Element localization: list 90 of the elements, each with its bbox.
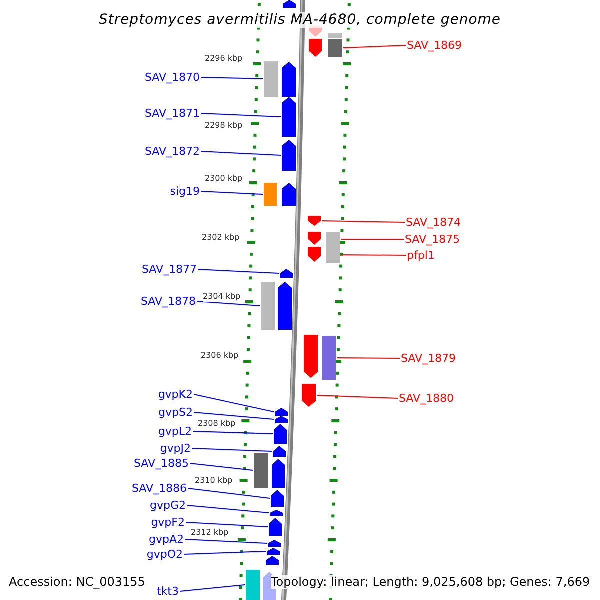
- scale-label: 2296 kbp: [205, 54, 243, 64]
- gene-feature: [272, 459, 285, 488]
- gene-feature: [308, 232, 321, 245]
- gene-feature: [280, 269, 293, 278]
- gene-feature: [278, 282, 292, 330]
- gene-label: SAV_1869: [407, 39, 462, 52]
- leader-line: [336, 358, 400, 359]
- gene-label: gvpG2: [150, 499, 186, 512]
- gene-feature: [308, 216, 321, 226]
- leader-line: [184, 539, 268, 544]
- gene-feature: [267, 548, 280, 555]
- leader-line: [200, 113, 282, 118]
- leader-line: [192, 431, 274, 434]
- gene-feature: [282, 183, 296, 206]
- scale-label: 2308 kbp: [198, 419, 236, 429]
- gene-box: [326, 247, 340, 263]
- gene-feature: [269, 518, 282, 536]
- leader-line: [186, 522, 268, 528]
- leader-line: [180, 584, 246, 592]
- gene-feature: [282, 97, 296, 137]
- gene-label: SAV_1874: [406, 216, 462, 229]
- leader-line: [188, 488, 270, 499]
- gene-feature: [275, 408, 288, 416]
- leader-line: [200, 77, 264, 80]
- leader-line: [196, 301, 260, 306]
- gene-label: SAV_1870: [144, 71, 200, 84]
- leader-line: [340, 239, 404, 240]
- gene-box: [246, 570, 260, 600]
- gene-feature: [268, 540, 281, 547]
- gene-label: gvpS2: [158, 406, 193, 419]
- scale-label: 2306 kbp: [201, 351, 239, 361]
- gene-label: gvpK2: [158, 388, 193, 401]
- leader-line: [186, 505, 270, 514]
- scale-label: 2312 kbp: [191, 528, 229, 538]
- gene-label: gvpO2: [146, 548, 183, 561]
- leader-line: [316, 395, 398, 399]
- gene-feature: [271, 490, 284, 507]
- gene-box: [328, 39, 342, 57]
- gene-box: [264, 61, 278, 97]
- gene-label: gvpA2: [149, 533, 184, 546]
- gene-label: SAV_1871: [144, 107, 200, 120]
- leader-line: [184, 551, 266, 555]
- gene-label: SAV_1878: [140, 295, 196, 308]
- leader-line: [198, 269, 280, 274]
- gene-feature: [304, 335, 318, 378]
- gene-label: gvpF2: [151, 516, 185, 529]
- leader-line: [194, 412, 274, 420]
- gene-feature: [266, 556, 279, 565]
- gene-label: SAV_1886: [132, 482, 187, 495]
- scale-label: 2304 kbp: [203, 292, 241, 302]
- gene-feature: [282, 62, 296, 97]
- gene-label: pfpl1: [407, 249, 435, 262]
- scale-label: 2302 kbp: [202, 233, 240, 243]
- gene-label: SAV_1885: [134, 457, 189, 470]
- leader-line: [340, 254, 406, 256]
- gene-box: [261, 282, 275, 330]
- gene-feature: [282, 140, 296, 171]
- scale-label: 2300 kbp: [205, 174, 243, 184]
- leader-line: [190, 463, 254, 471]
- gene-feature: [283, 0, 296, 8]
- leader-line: [192, 448, 272, 452]
- gene-box: [254, 453, 268, 488]
- gene-label: sig19: [170, 185, 200, 198]
- gene-label: SAV_1877: [142, 263, 197, 276]
- gene-box: [264, 183, 277, 206]
- gene-label: SAV_1879: [401, 352, 456, 365]
- leader-line: [200, 191, 264, 195]
- gene-feature: [308, 247, 321, 262]
- leader-line: [342, 45, 406, 48]
- gene-label: gvpJ2: [160, 442, 191, 455]
- title: Streptomyces avermitilis MA-4680, complete genome: [98, 12, 502, 28]
- gene-box: [322, 336, 336, 380]
- gene-feature: [270, 510, 283, 516]
- gene-feature: [309, 39, 322, 57]
- scale-label: 2310 kbp: [195, 476, 233, 486]
- gene-label: SAV_1880: [399, 392, 454, 405]
- gene-label: SAV_1872: [144, 145, 200, 158]
- gene-label: tkt3: [157, 585, 179, 598]
- gene-label: gvpL2: [158, 425, 192, 438]
- scale-label: 2298 kbp: [205, 121, 243, 131]
- footer-text: Accession: NC_003155: [9, 575, 146, 589]
- gene-feature: [273, 446, 286, 457]
- gene-label: SAV_1875: [405, 233, 460, 246]
- gene-box: [328, 33, 342, 38]
- gene-feature: [302, 384, 316, 407]
- footer-text: Topology: linear; Length: 9,025,608 bp; Genes: 7,669: [271, 575, 590, 589]
- gene-box: [326, 232, 340, 247]
- leader-line: [322, 220, 406, 223]
- leader-line: [194, 394, 274, 412]
- leader-line: [200, 151, 282, 156]
